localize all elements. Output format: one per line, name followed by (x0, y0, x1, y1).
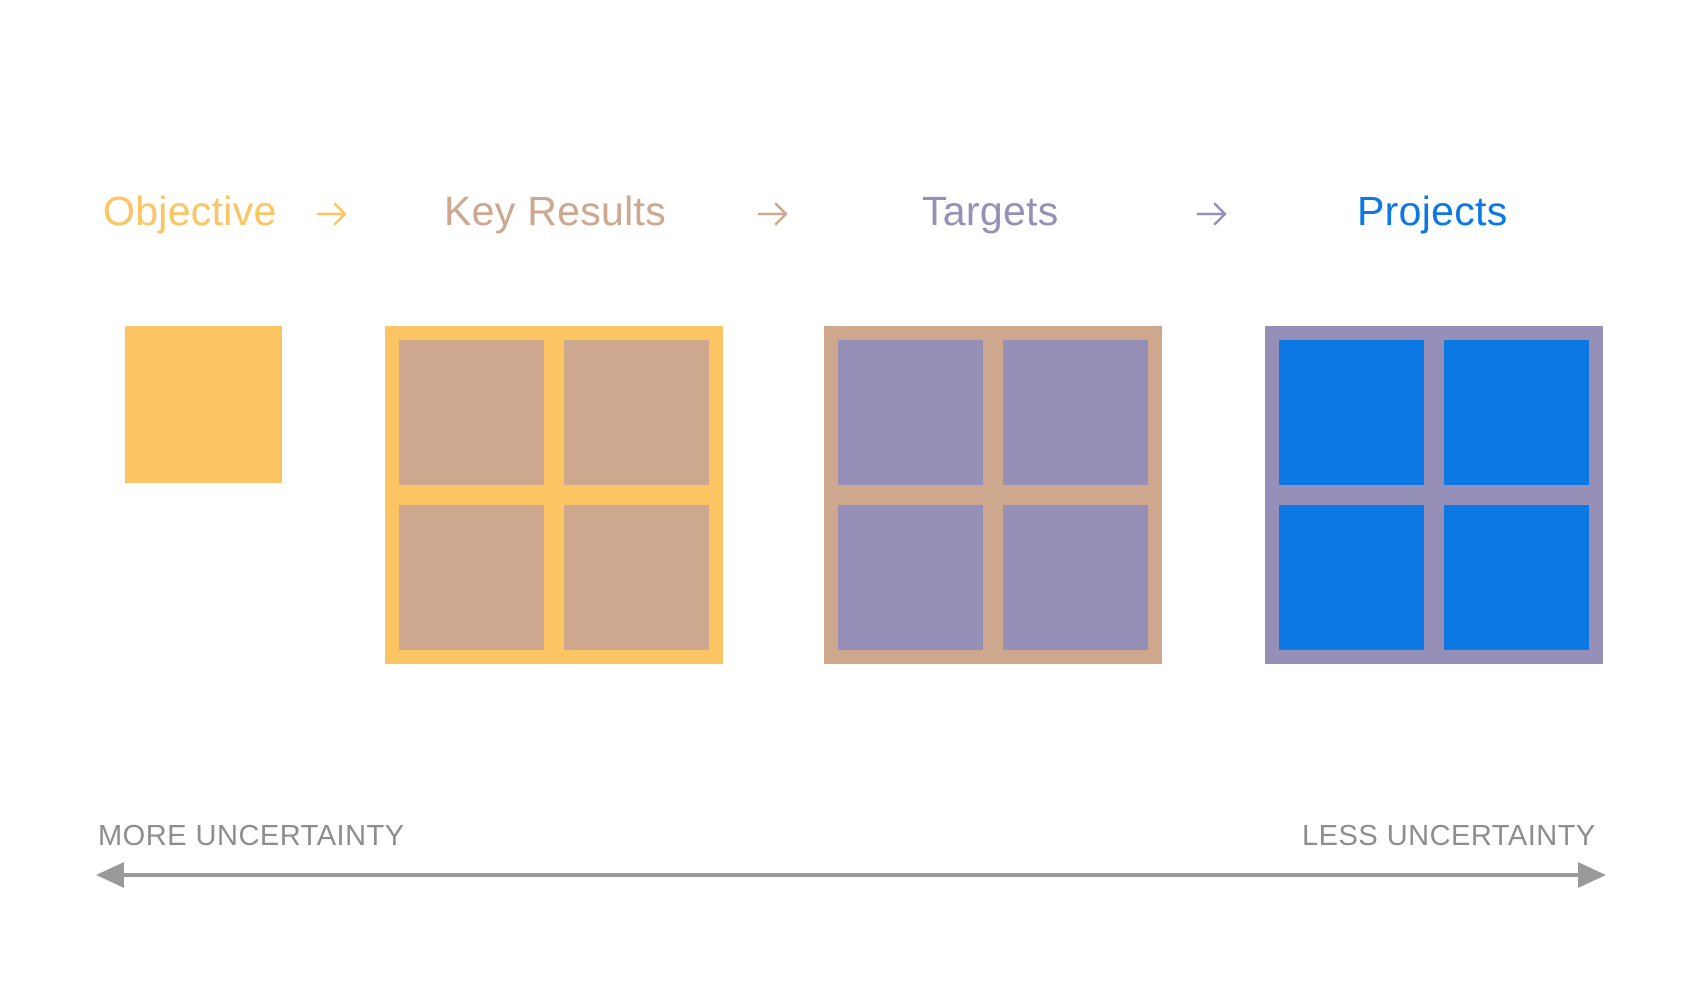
right-arrow-icon (757, 202, 788, 226)
project-cell (1279, 340, 1424, 485)
right-arrow-icon (1196, 202, 1227, 226)
key-result-cell (399, 340, 544, 485)
key-result-cell (564, 505, 709, 650)
less-uncertainty-label: LESS UNCERTAINTY (1302, 820, 1596, 852)
target-cell (1003, 505, 1148, 650)
projects-grid (1265, 326, 1603, 664)
stage-label-key-results: Key Results (444, 188, 667, 234)
target-cell (1003, 340, 1148, 485)
stage-label-targets: Targets (922, 188, 1059, 234)
project-cell (1444, 505, 1589, 650)
objective-box (125, 326, 282, 483)
key-result-cell (564, 340, 709, 485)
target-cell (838, 340, 983, 485)
right-arrow-icon (316, 202, 347, 226)
targets-grid (824, 326, 1162, 664)
project-cell (1444, 340, 1589, 485)
double-headed-arrow-icon (96, 862, 1606, 888)
key-results-grid (385, 326, 723, 664)
stage-label-objective: Objective (103, 188, 277, 234)
project-cell (1279, 505, 1424, 650)
key-result-cell (399, 505, 544, 650)
more-uncertainty-label: MORE UNCERTAINTY (98, 820, 405, 852)
target-cell (838, 505, 983, 650)
stage-label-projects: Projects (1357, 188, 1508, 234)
